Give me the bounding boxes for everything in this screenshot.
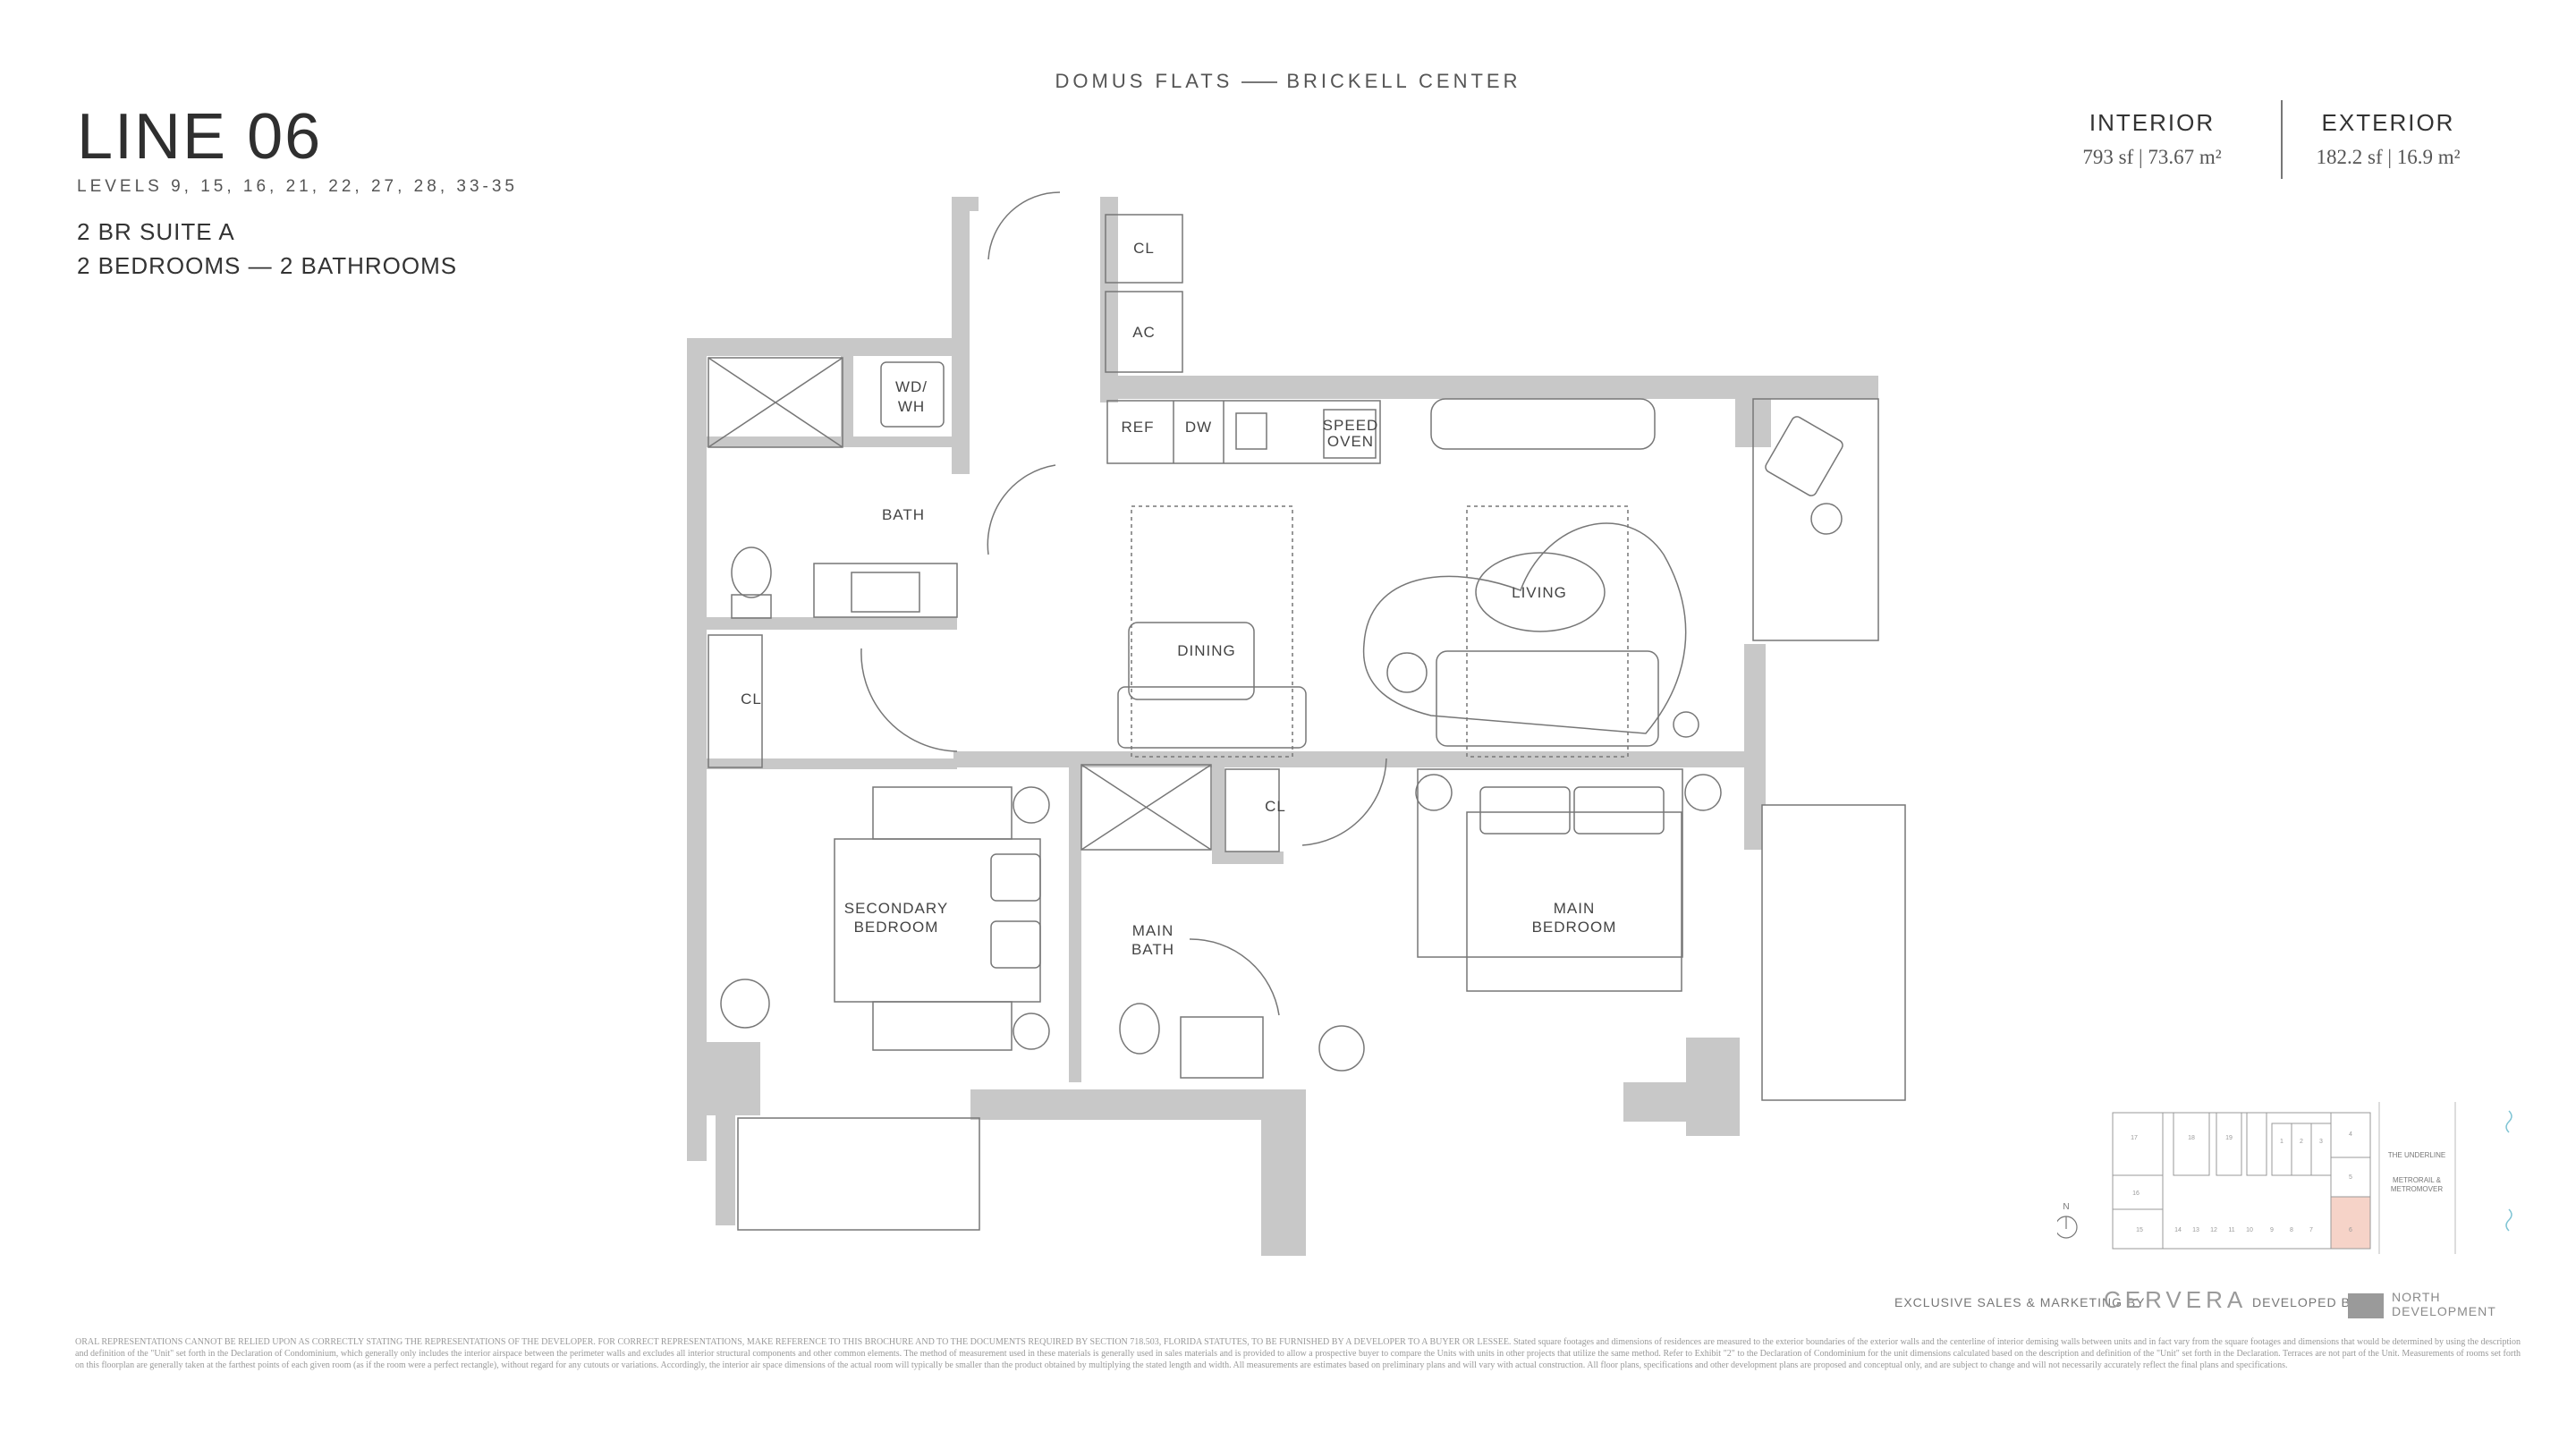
keyplan-unit-19: 19 xyxy=(2225,1135,2233,1141)
main-bath-label-2: BATH xyxy=(1131,941,1174,958)
closet-mid-label: CL xyxy=(1265,798,1286,815)
main-bath-label-1: MAIN xyxy=(1132,922,1174,939)
dw-label: DW xyxy=(1185,419,1212,436)
metro-label-2: METROMOVER xyxy=(2391,1185,2443,1193)
north-development-logo-icon xyxy=(2348,1293,2384,1318)
exterior-label: EXTERIOR xyxy=(2321,109,2455,136)
secondary-bedroom-label-2: BEDROOM xyxy=(854,919,939,936)
area-divider xyxy=(2281,100,2283,179)
interior-area: INTERIOR 793 sf | 73.67 m² xyxy=(2036,109,2268,169)
waterway-icon xyxy=(2505,1110,2512,1232)
closet-top-label: CL xyxy=(1133,240,1155,257)
main-bedroom-label-2: BEDROOM xyxy=(1532,919,1617,936)
keyplan-unit-13: 13 xyxy=(2192,1227,2199,1233)
closet-left-label: CL xyxy=(741,691,762,708)
keyplan-unit-4: 4 xyxy=(2349,1131,2352,1138)
key-plan: 17 18 19 1 2 3 4 16 5 15 14 13 12 11 10 … xyxy=(2057,1102,2512,1254)
keyplan-unit-10: 10 xyxy=(2246,1227,2253,1233)
developer-name: NORTH DEVELOPMENT xyxy=(2392,1290,2496,1318)
brand-location: BRICKELL CENTER xyxy=(1286,70,1521,92)
exterior-value: 182.2 sf | 16.9 m² xyxy=(2316,146,2461,168)
underline-label: THE UNDERLINE xyxy=(2388,1151,2445,1159)
speed-oven-label-2: OVEN xyxy=(1327,433,1374,450)
suite-type: 2 BR SUITE A xyxy=(77,218,235,245)
sales-label: EXCLUSIVE SALES & MARKETING BY xyxy=(1894,1295,2146,1309)
dining-label: DINING xyxy=(1177,642,1236,659)
keyplan-unit-3: 3 xyxy=(2319,1139,2323,1145)
keyplan-unit-17: 17 xyxy=(2131,1135,2138,1141)
wdwh-label-2: WH xyxy=(898,398,925,415)
developer-name-1: NORTH xyxy=(2392,1290,2441,1304)
brand-name: DOMUS FLATS xyxy=(1055,70,1233,92)
room-labels: CL AC WD/ WH REF DW SPEED OVEN BATH CL D… xyxy=(741,240,1617,958)
secondary-bedroom-label-1: SECONDARY xyxy=(844,900,948,917)
keyplan-unit-5: 5 xyxy=(2349,1174,2352,1181)
bath-label: BATH xyxy=(882,506,925,523)
keyplan-unit-14: 14 xyxy=(2174,1227,2182,1233)
keyplan-unit-18: 18 xyxy=(2188,1135,2195,1141)
main-bedroom-label-1: MAIN xyxy=(1554,900,1596,917)
north-label: N xyxy=(2063,1202,2069,1212)
metro-label-1: METRORAIL & xyxy=(2393,1176,2442,1184)
living-label: LIVING xyxy=(1512,584,1567,601)
keyplan-unit-2: 2 xyxy=(2300,1139,2303,1145)
project-brand: DOMUS FLATS BRICKELL CENTER xyxy=(0,70,2576,93)
keyplan-unit-7: 7 xyxy=(2309,1227,2313,1233)
legal-disclaimer: ORAL REPRESENTATIONS CANNOT BE RELIED UP… xyxy=(75,1337,2521,1370)
keyplan-unit-8: 8 xyxy=(2290,1227,2293,1233)
wdwh-label-1: WD/ xyxy=(895,378,928,395)
developer-label: DEVELOPED BY xyxy=(2252,1295,2360,1309)
keyplan-unit-16: 16 xyxy=(2132,1191,2140,1197)
keyplan-unit-9: 9 xyxy=(2270,1227,2274,1233)
brand-dash xyxy=(1241,81,1278,84)
walls xyxy=(687,197,1878,1256)
keyplan-unit-6: 6 xyxy=(2349,1227,2352,1233)
cervera-logo: CERVERA xyxy=(2104,1286,2248,1313)
ref-label: REF xyxy=(1122,419,1155,436)
exterior-area: EXTERIOR 182.2 sf | 16.9 m² xyxy=(2272,109,2504,169)
fixtures xyxy=(708,191,1906,1231)
north-arrow-icon xyxy=(2057,1216,2078,1239)
ac-label: AC xyxy=(1132,324,1156,341)
keyplan-unit-1: 1 xyxy=(2280,1139,2284,1145)
keyplan-unit-12: 12 xyxy=(2210,1227,2217,1233)
keyplan-unit-15: 15 xyxy=(2136,1227,2143,1233)
unit-title: LINE 06 xyxy=(77,101,323,173)
interior-label: INTERIOR xyxy=(2089,109,2216,136)
keyplan-unit-highlight xyxy=(2330,1196,2371,1250)
developer-name-2: DEVELOPMENT xyxy=(2392,1304,2496,1318)
keyplan-unit-11: 11 xyxy=(2228,1227,2234,1233)
interior-value: 793 sf | 73.67 m² xyxy=(2082,146,2222,168)
unit-levels: LEVELS 9, 15, 16, 21, 22, 27, 28, 33-35 xyxy=(77,177,518,196)
speed-oven-label-1: SPEED xyxy=(1323,417,1379,434)
room-count: 2 BEDROOMS — 2 BATHROOMS xyxy=(77,252,458,279)
floor-plan: CL AC WD/ WH REF DW SPEED OVEN BATH CL D… xyxy=(687,191,1906,1256)
